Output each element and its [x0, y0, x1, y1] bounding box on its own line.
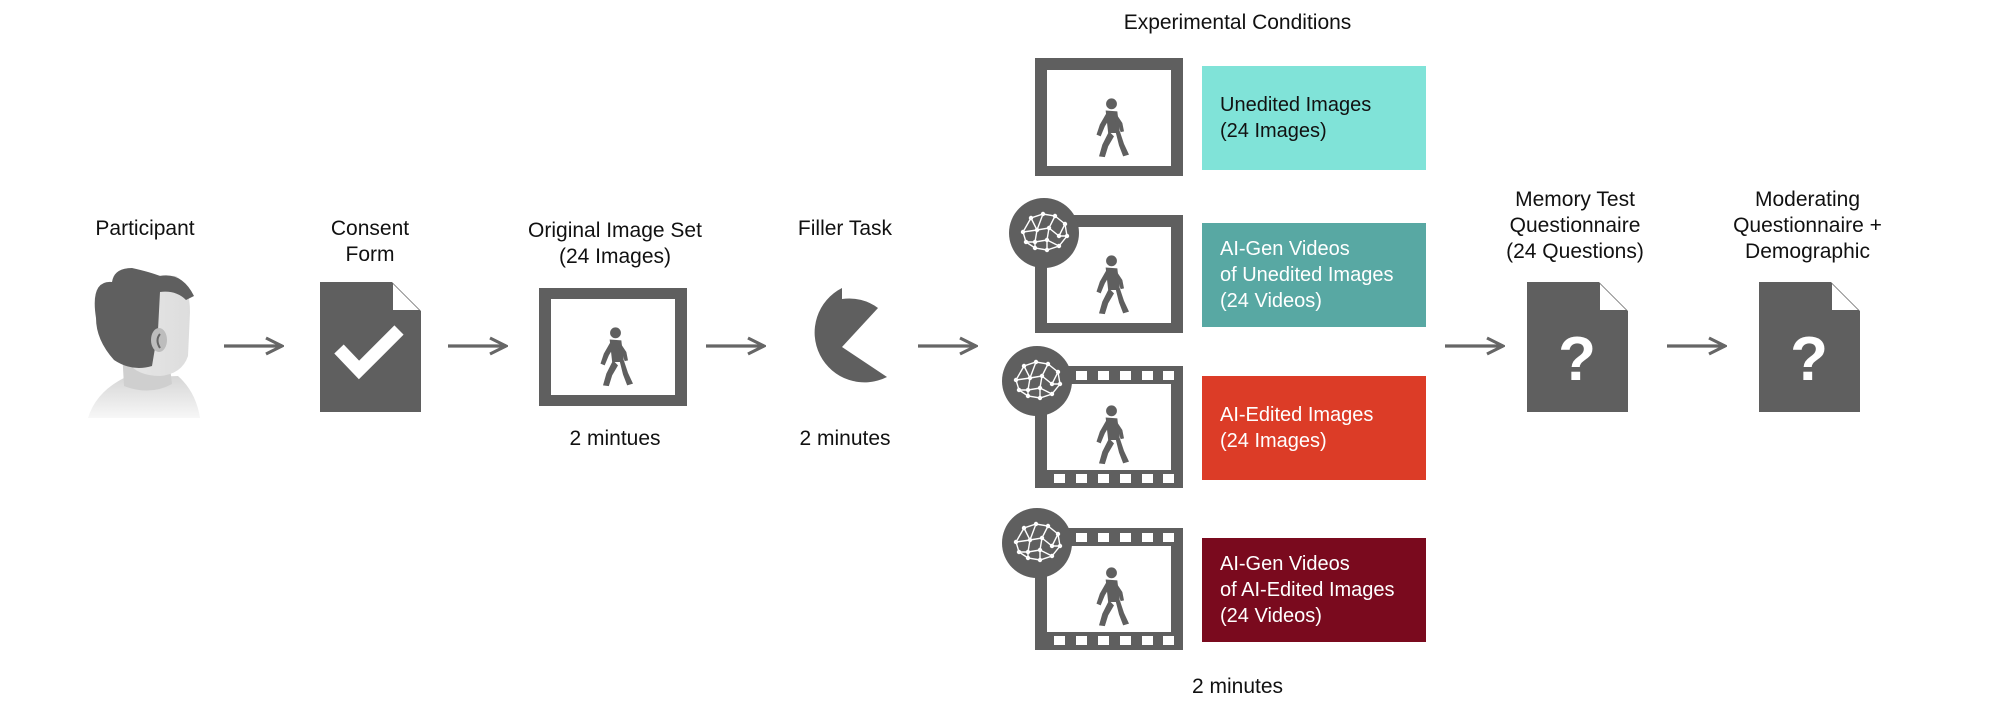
condition-box-ai-gen-videos-unedited: AI-Gen Videos of Unedited Images (24 Vid…	[1202, 223, 1426, 327]
original-image-set-label: Original Image Set (24 Images)	[528, 219, 702, 268]
participant-label: Participant	[95, 217, 195, 240]
filler-task-pacman-icon	[814, 288, 887, 383]
moderating-document-icon: ?	[1759, 282, 1860, 412]
memory-test-question-mark: ?	[1558, 325, 1596, 394]
filler-task-label: Filler Task	[797, 217, 893, 240]
condition-box-ai-gen-videos-ai-edited: AI-Gen Videos of AI-Edited Images (24 Vi…	[1202, 538, 1426, 642]
memory-test-label: Memory Test Questionnaire (24 Questions)	[1506, 188, 1644, 263]
condition-box-ai-edited-images: AI-Edited Images (24 Images)	[1202, 376, 1426, 480]
participant-avatar-icon	[88, 268, 200, 418]
consent-form-icon	[320, 282, 421, 412]
condition-4-ai-film-frame-icon	[1002, 508, 1183, 650]
condition-1-image-frame-icon	[1035, 58, 1183, 176]
experimental-conditions-duration: 2 minutes	[1191, 675, 1284, 698]
original-image-set-duration: 2 mintues	[569, 427, 661, 450]
memory-test-document-icon: ?	[1527, 282, 1628, 412]
condition-3-ai-film-frame-icon	[1002, 346, 1183, 488]
moderating-questionnaire-label: Moderating Questionnaire + Demographic	[1733, 188, 1882, 263]
original-image-frame-icon	[539, 288, 687, 406]
filler-task-duration: 2 minutes	[799, 427, 891, 450]
consent-form-label: Consent Form	[330, 217, 410, 266]
experimental-conditions-title: Experimental Conditions	[1123, 11, 1352, 34]
moderating-question-mark: ?	[1790, 325, 1828, 394]
condition-box-unedited-images: Unedited Images (24 Images)	[1202, 66, 1426, 170]
condition-2-ai-image-frame-icon	[1009, 198, 1183, 333]
